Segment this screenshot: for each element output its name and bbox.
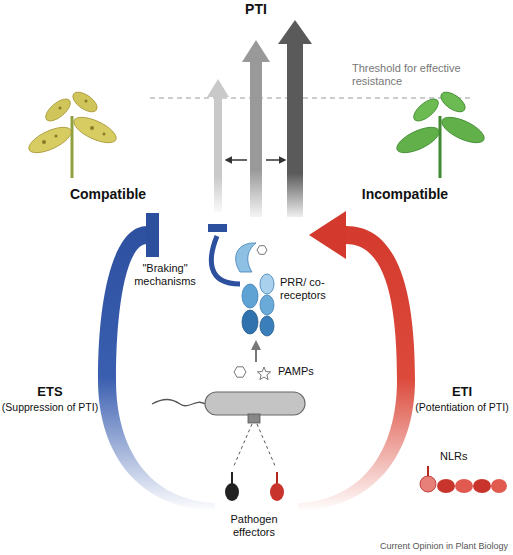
pti-arrow-shaft: [214, 95, 222, 212]
pamp-star: [257, 367, 270, 380]
receptor-domain: [242, 310, 258, 334]
lesion-spot: [54, 134, 57, 137]
lesion-spot: [59, 107, 62, 110]
threshold-note: Threshold for effective resistance: [352, 62, 462, 88]
bound-pamp: [257, 246, 267, 255]
plant-leaf: [42, 95, 74, 125]
coreceptor-domain: [260, 295, 274, 315]
diseased-plant: [25, 88, 119, 178]
pti-arrow-head: [278, 20, 312, 44]
pamps-label: PAMPs: [278, 365, 328, 378]
plant-leaf: [70, 88, 101, 116]
plant-leaf: [393, 122, 442, 158]
pamp-arrow: [255, 342, 257, 362]
secretion-system: [248, 414, 260, 423]
plant-leaf: [25, 122, 74, 158]
lesion-spot: [42, 140, 46, 144]
eti-subtitle: (Potentiation of PTI): [412, 401, 512, 414]
pti-heading: PTI: [226, 1, 286, 18]
eti-arrowhead: [309, 211, 346, 259]
plant-stem: [71, 116, 74, 178]
outcome-label: Compatible: [48, 186, 168, 203]
coreceptor-domain: [260, 316, 274, 336]
pti-arrow-head: [242, 40, 270, 62]
pti-arrow-shaft: [287, 42, 303, 217]
lesion-spot: [85, 100, 88, 103]
nlr-domain: [473, 479, 491, 493]
nlr-domain: [491, 479, 507, 493]
receptor-label: PRR/ co-receptors: [280, 276, 356, 302]
delivery-line: [257, 424, 276, 468]
eti-label: ETI: [432, 384, 492, 400]
nlr-domain: [455, 479, 473, 493]
ets-blocker: [146, 213, 159, 257]
braking-blocker: [208, 224, 227, 232]
ets-subtitle: (Suppression of PTI): [0, 401, 100, 414]
plant-stem: [439, 116, 442, 178]
nlr-stem: [427, 466, 429, 476]
effectors-label: Pathogen effectors: [221, 513, 287, 539]
pamp-hexagon: [234, 367, 246, 377]
healthy-plant: [393, 88, 487, 178]
pti-arrow-shaft: [250, 60, 262, 217]
pti-arrow-head: [207, 79, 229, 97]
nlrs-label: NLRs: [440, 450, 480, 463]
bacterium: [205, 392, 305, 415]
nlr-domain: [437, 479, 455, 493]
eti-arc: [298, 226, 415, 510]
journal-watermark: Current Opinion in Plant Biology: [338, 541, 508, 552]
ets-arc: [98, 226, 215, 510]
ets-label: ETS: [20, 384, 80, 400]
flagellum: [152, 400, 205, 406]
lesion-spot: [103, 133, 106, 136]
receptor-domain: [242, 284, 258, 308]
plant-leaf: [70, 112, 119, 148]
braking-label: "Braking" mechanisms: [129, 262, 201, 288]
plant-leaf: [438, 88, 469, 116]
lesion-spot: [90, 126, 94, 130]
nlr-domain: [420, 476, 436, 492]
effector-red: [270, 483, 284, 501]
plant-leaf: [410, 95, 442, 125]
shift-arrow: [266, 159, 285, 161]
plant-leaf: [438, 112, 487, 148]
coreceptor-domain: [260, 274, 274, 294]
effector-black: [225, 483, 239, 501]
receptor-ectodomain: [236, 243, 256, 272]
delivery-line: [233, 424, 252, 468]
threshold-line: [150, 97, 470, 98]
outcome-label: Incompatible: [340, 186, 470, 203]
shift-arrow: [226, 159, 247, 161]
